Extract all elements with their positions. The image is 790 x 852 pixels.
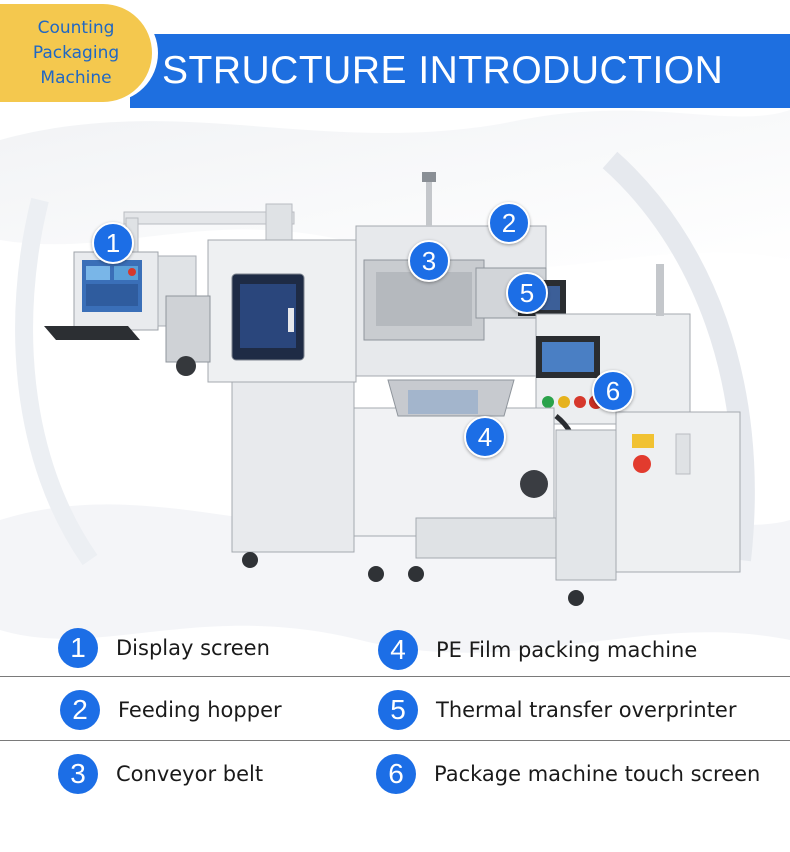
- badge-line-1: Counting: [37, 17, 115, 38]
- legend-number-2: 2: [60, 690, 100, 730]
- marker-6: 6: [592, 370, 634, 412]
- legend-item-2: 2 Feeding hopper: [60, 690, 282, 730]
- legend-item-1: 1 Display screen: [58, 628, 270, 668]
- legend-row-3: 3 Conveyor belt 6 Package machine touch …: [0, 742, 790, 806]
- page-title: STRUCTURE INTRODUCTION: [162, 49, 724, 92]
- legend-label-display-screen: Display screen: [116, 636, 270, 660]
- machine-illustration: 1 2 3 4 5 6: [36, 168, 746, 618]
- marker-3: 3: [408, 240, 450, 282]
- legend-item-4: 4 PE Film packing machine: [378, 630, 697, 670]
- legend-label-thermal-transfer: Thermal transfer overprinter: [436, 698, 737, 722]
- legend-number-5: 5: [378, 690, 418, 730]
- marker-5: 5: [506, 272, 548, 314]
- legend-row-2: 2 Feeding hopper 5 Thermal transfer over…: [0, 678, 790, 742]
- badge-line-3: Machine: [40, 67, 112, 88]
- product-badge: Counting Packaging Machine: [0, 4, 152, 102]
- legend-row-1: 1 Display screen 4 PE Film packing machi…: [0, 616, 790, 680]
- marker-2: 2: [488, 202, 530, 244]
- legend-number-1: 1: [58, 628, 98, 668]
- marker-1: 1: [92, 222, 134, 264]
- legend-number-4: 4: [378, 630, 418, 670]
- legend-label-pe-film: PE Film packing machine: [436, 638, 698, 662]
- marker-4: 4: [464, 416, 506, 458]
- legend-number-6: 6: [376, 754, 416, 794]
- legend-item-3: 3 Conveyor belt: [58, 754, 263, 794]
- component-legend: 1 Display screen 4 PE Film packing machi…: [0, 612, 790, 852]
- legend-label-feeding-hopper: Feeding hopper: [118, 698, 282, 722]
- badge-line-2: Packaging: [32, 42, 120, 63]
- legend-label-touch-screen: Package machine touch screen: [434, 762, 761, 786]
- title-banner: STRUCTURE INTRODUCTION: [130, 34, 790, 108]
- legend-divider-2: [0, 740, 790, 741]
- legend-label-conveyor-belt: Conveyor belt: [116, 762, 264, 786]
- legend-item-6: 6 Package machine touch screen: [376, 754, 760, 794]
- legend-number-3: 3: [58, 754, 98, 794]
- legend-item-5: 5 Thermal transfer overprinter: [378, 690, 737, 730]
- legend-divider-1: [0, 676, 790, 677]
- machine-drawing: [44, 172, 741, 606]
